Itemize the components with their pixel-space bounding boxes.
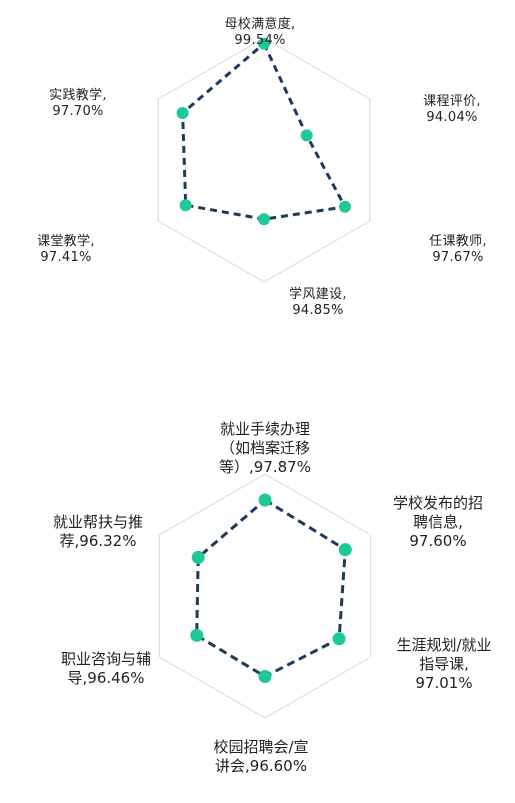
axis-label-1-4: 课堂教学, 97.41% <box>20 234 112 267</box>
radar-point-1 <box>338 543 352 557</box>
axis-label-name: 学风建设, <box>289 287 347 302</box>
axis-label-line: 等）,97.87% <box>219 457 311 476</box>
axis-label-line: 97.01% <box>415 673 473 692</box>
radar-point-5 <box>191 550 205 564</box>
axis-label-line: 97.60% <box>409 531 467 550</box>
radar-point-5 <box>176 107 189 119</box>
radar-point-1 <box>300 129 313 142</box>
axis-label-1-0: 母校满意度, 99.54% <box>205 17 315 50</box>
axis-label-name: 课程评价, <box>423 94 481 109</box>
axis-label-name: 任课教师, <box>429 234 487 249</box>
axis-label-line: 聘信息, <box>413 512 463 531</box>
radar-point-0 <box>258 493 272 507</box>
axis-label-line: 导,96.46% <box>67 668 145 687</box>
axis-label-line: 就业手续办理 <box>219 420 310 438</box>
radar-point-4 <box>190 628 204 642</box>
axis-label-1-5: 实践教学, 97.70% <box>28 88 128 121</box>
radar-point-2 <box>332 632 346 646</box>
axis-label-2-2: 生涯规划/就业 指导课, 97.01% <box>380 636 508 692</box>
axis-label-value: 97.70% <box>52 104 104 120</box>
axis-label-value: 97.41% <box>40 250 92 266</box>
axis-label-1-1: 课程评价, 94.04% <box>402 94 502 127</box>
axis-label-name: 课堂教学, <box>37 234 95 249</box>
axis-label-value: 99.54% <box>234 33 286 49</box>
axis-label-value: 94.04% <box>426 110 478 126</box>
axis-label-2-3: 校园招聘会/宣 讲会,96.60% <box>196 738 326 776</box>
axis-label-line: 职业咨询与辅 <box>60 650 151 668</box>
radar-grid <box>157 37 371 283</box>
axis-label-line: 荐,96.32% <box>59 531 137 550</box>
axis-label-2-0: 就业手续办理 （如档案迁移 等）,97.87% <box>200 420 330 476</box>
radar-grid <box>158 473 372 719</box>
radar-point-3 <box>258 670 272 683</box>
radar-point-0 <box>258 37 270 50</box>
axis-label-name: 实践教学, <box>49 88 107 103</box>
axis-label-2-1: 学校发布的招 聘信息, 97.60% <box>378 494 498 550</box>
axis-label-name: 母校满意度, <box>224 17 296 32</box>
radar-point-4 <box>179 199 192 212</box>
radar-series-line <box>195 498 347 678</box>
radar-point-3 <box>258 213 270 226</box>
axis-label-line: 讲会,96.60% <box>215 756 307 775</box>
axis-label-2-4: 职业咨询与辅 导,96.46% <box>46 650 166 688</box>
axis-label-2-5: 就业帮扶与推 荐,96.32% <box>38 513 158 551</box>
radar-point-2 <box>339 200 351 213</box>
axis-label-line: 就业帮扶与推 <box>52 513 143 531</box>
axis-label-1-2: 任课教师, 97.67% <box>412 234 504 267</box>
radar-chart-1-svg <box>157 37 371 283</box>
axis-label-value: 97.67% <box>432 250 484 266</box>
axis-label-line: 生涯规划/就业 <box>396 636 492 654</box>
axis-label-value: 94.85% <box>292 303 344 319</box>
axis-label-line: 校园招聘会/宣 <box>213 738 309 756</box>
axis-label-line: 指导课, <box>419 654 469 673</box>
axis-label-1-3: 学风建设, 94.85% <box>268 287 368 320</box>
axis-label-line: 学校发布的招 <box>392 494 483 512</box>
axis-label-line: （如档案迁移 <box>219 438 310 457</box>
